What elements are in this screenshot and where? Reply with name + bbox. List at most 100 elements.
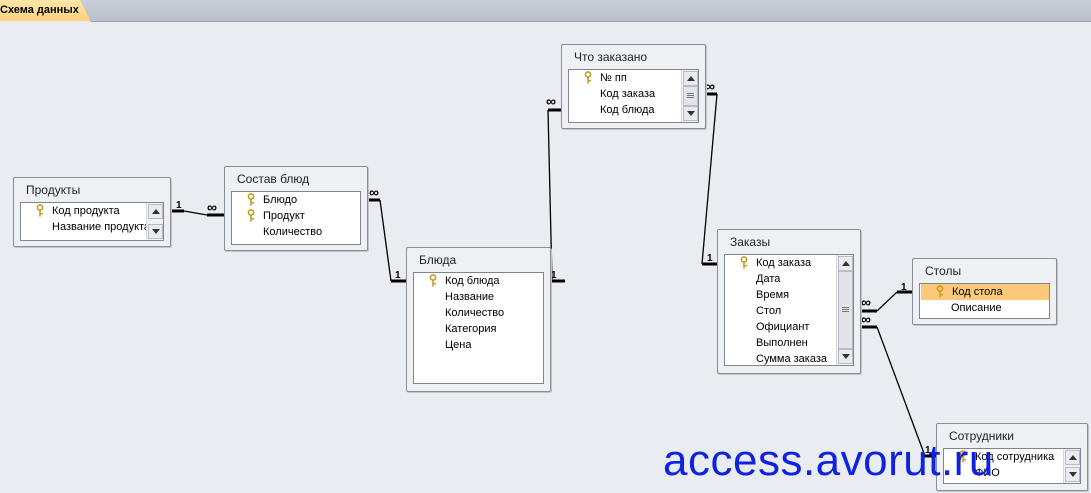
field-label: Выполнен <box>756 337 808 349</box>
field-list[interactable]: Код блюда Название Количество Категория … <box>413 272 544 384</box>
table-zakazy-title[interactable]: Заказы <box>730 235 771 249</box>
field-list[interactable]: Блюдо Продукт Количество <box>231 191 361 245</box>
scroll-thumb[interactable] <box>838 271 853 349</box>
table-produkty-title[interactable]: Продукты <box>26 183 81 197</box>
rel-many-label: ∞ <box>861 294 871 310</box>
field-label: Время <box>756 289 790 301</box>
table-produkty[interactable]: Продукты Код продукта Название продукта <box>13 177 171 247</box>
vertical-scrollbar[interactable] <box>1063 449 1080 483</box>
table-sotrudniki-title[interactable]: Сотрудники <box>949 429 1014 443</box>
field-list[interactable]: Код сотрудника ФИО <box>943 448 1081 484</box>
field-row[interactable]: Код сотрудника <box>944 449 1080 465</box>
field-label: Название <box>445 291 495 303</box>
field-label: Код заказа <box>756 257 812 269</box>
key-icon <box>247 209 255 222</box>
field-label: Стол <box>756 305 782 317</box>
scroll-up-icon[interactable] <box>683 71 698 86</box>
field-row[interactable]: Категория <box>414 321 543 337</box>
field-label: Код заказа <box>600 88 656 100</box>
scroll-up-icon[interactable] <box>838 256 853 271</box>
rel-one-label: 1 <box>395 270 401 281</box>
rel-one-label: 1 <box>901 282 907 293</box>
key-icon <box>429 274 437 287</box>
vertical-scrollbar[interactable] <box>681 70 698 122</box>
field-label: Дата <box>756 273 781 285</box>
rel-one-label: 1 <box>707 253 713 264</box>
field-row[interactable]: Название <box>414 289 543 305</box>
scroll-up-icon[interactable] <box>148 204 163 219</box>
table-chto-zakazano-title[interactable]: Что заказано <box>574 50 648 64</box>
field-row[interactable]: Код блюда <box>414 273 543 289</box>
table-zakazy[interactable]: Заказы Код заказа Дата Время Стол Официа… <box>717 229 861 374</box>
table-sostav-title[interactable]: Состав блюд <box>237 172 310 186</box>
document-tab-bar: Схема данных <box>0 0 1091 22</box>
field-label: Сумма заказа <box>756 353 827 365</box>
rel-one-label: 1 <box>551 270 557 281</box>
scroll-thumb[interactable] <box>683 86 698 106</box>
field-row[interactable]: Описание <box>920 300 1049 316</box>
vertical-scrollbar[interactable] <box>836 255 853 365</box>
field-row[interactable]: Продукт <box>232 208 360 224</box>
table-sostav[interactable]: Состав блюд Блюдо Продукт Количество <box>224 166 368 251</box>
vertical-scrollbar[interactable] <box>146 203 163 240</box>
field-row[interactable]: Сумма заказа <box>725 351 853 365</box>
scroll-down-icon[interactable] <box>838 349 853 364</box>
field-row[interactable]: Официант <box>725 319 853 335</box>
table-chto-zakazano[interactable]: Что заказано № пп Код заказа Код блюда <box>561 44 706 129</box>
field-list[interactable]: Код заказа Дата Время Стол Официант Выпо… <box>724 254 854 366</box>
rel-many-label: ∞ <box>705 78 715 94</box>
field-label: Категория <box>445 323 497 335</box>
table-sotrudniki[interactable]: Сотрудники Код сотрудника ФИО <box>936 423 1088 491</box>
field-row[interactable]: Количество <box>232 224 360 240</box>
key-icon <box>959 450 967 463</box>
field-row[interactable]: Время <box>725 287 853 303</box>
table-blyuda[interactable]: Блюда Код блюда Название Количество Кате… <box>406 247 551 392</box>
field-label: Продукт <box>263 210 305 222</box>
tab-relationships-label: Схема данных <box>0 4 79 16</box>
field-row[interactable]: Блюдо <box>232 192 360 208</box>
field-label: Код стола <box>952 286 1003 298</box>
field-row[interactable]: ФИО <box>944 465 1080 481</box>
field-label: № пп <box>600 72 627 84</box>
scroll-up-icon[interactable] <box>1065 450 1080 465</box>
field-row[interactable]: Цена <box>414 337 543 353</box>
table-stoly-title[interactable]: Столы <box>925 264 962 278</box>
field-label: Описание <box>951 302 1002 314</box>
field-row[interactable]: Количество <box>414 305 543 321</box>
field-row-selected[interactable]: Код стола <box>921 284 1049 300</box>
field-label: ФИО <box>975 467 1000 479</box>
field-row[interactable]: Стол <box>725 303 853 319</box>
field-row[interactable]: № пп <box>569 70 698 86</box>
key-icon <box>584 71 592 84</box>
field-label: Блюдо <box>263 194 298 206</box>
scroll-down-icon[interactable] <box>148 224 163 239</box>
key-icon <box>740 256 748 269</box>
table-blyuda-title[interactable]: Блюда <box>419 253 457 267</box>
field-label: Код блюда <box>445 275 500 287</box>
rel-many-label: ∞ <box>369 184 379 200</box>
field-row[interactable]: Код блюда <box>569 102 698 118</box>
watermark-text: access.avorut.ru <box>663 436 994 485</box>
tab-relationships[interactable]: Схема данных <box>0 0 91 22</box>
table-stoly[interactable]: Столы Код стола Описание <box>912 258 1057 325</box>
field-row[interactable]: Выполнен <box>725 335 853 351</box>
field-label: Количество <box>263 226 323 238</box>
rel-many-label: ∞ <box>207 199 217 215</box>
field-row[interactable]: Дата <box>725 271 853 287</box>
field-row[interactable]: Код заказа <box>725 255 853 271</box>
key-icon <box>247 193 255 206</box>
field-list[interactable]: Код стола Описание <box>919 283 1050 319</box>
field-label: Официант <box>756 321 810 333</box>
field-row[interactable]: Код заказа <box>569 86 698 102</box>
field-label: Код блюда <box>600 104 655 116</box>
scroll-down-icon[interactable] <box>1065 467 1080 482</box>
rel-one-label: 1 <box>925 445 931 456</box>
rel-many-label: ∞ <box>546 93 556 109</box>
scroll-down-icon[interactable] <box>683 106 698 121</box>
field-row[interactable]: Название продукта <box>21 219 163 235</box>
field-row[interactable]: Код продукта <box>21 203 163 219</box>
field-list[interactable]: № пп Код заказа Код блюда <box>568 69 699 123</box>
field-label: Код продукта <box>52 205 120 217</box>
field-list[interactable]: Код продукта Название продукта <box>20 202 164 241</box>
